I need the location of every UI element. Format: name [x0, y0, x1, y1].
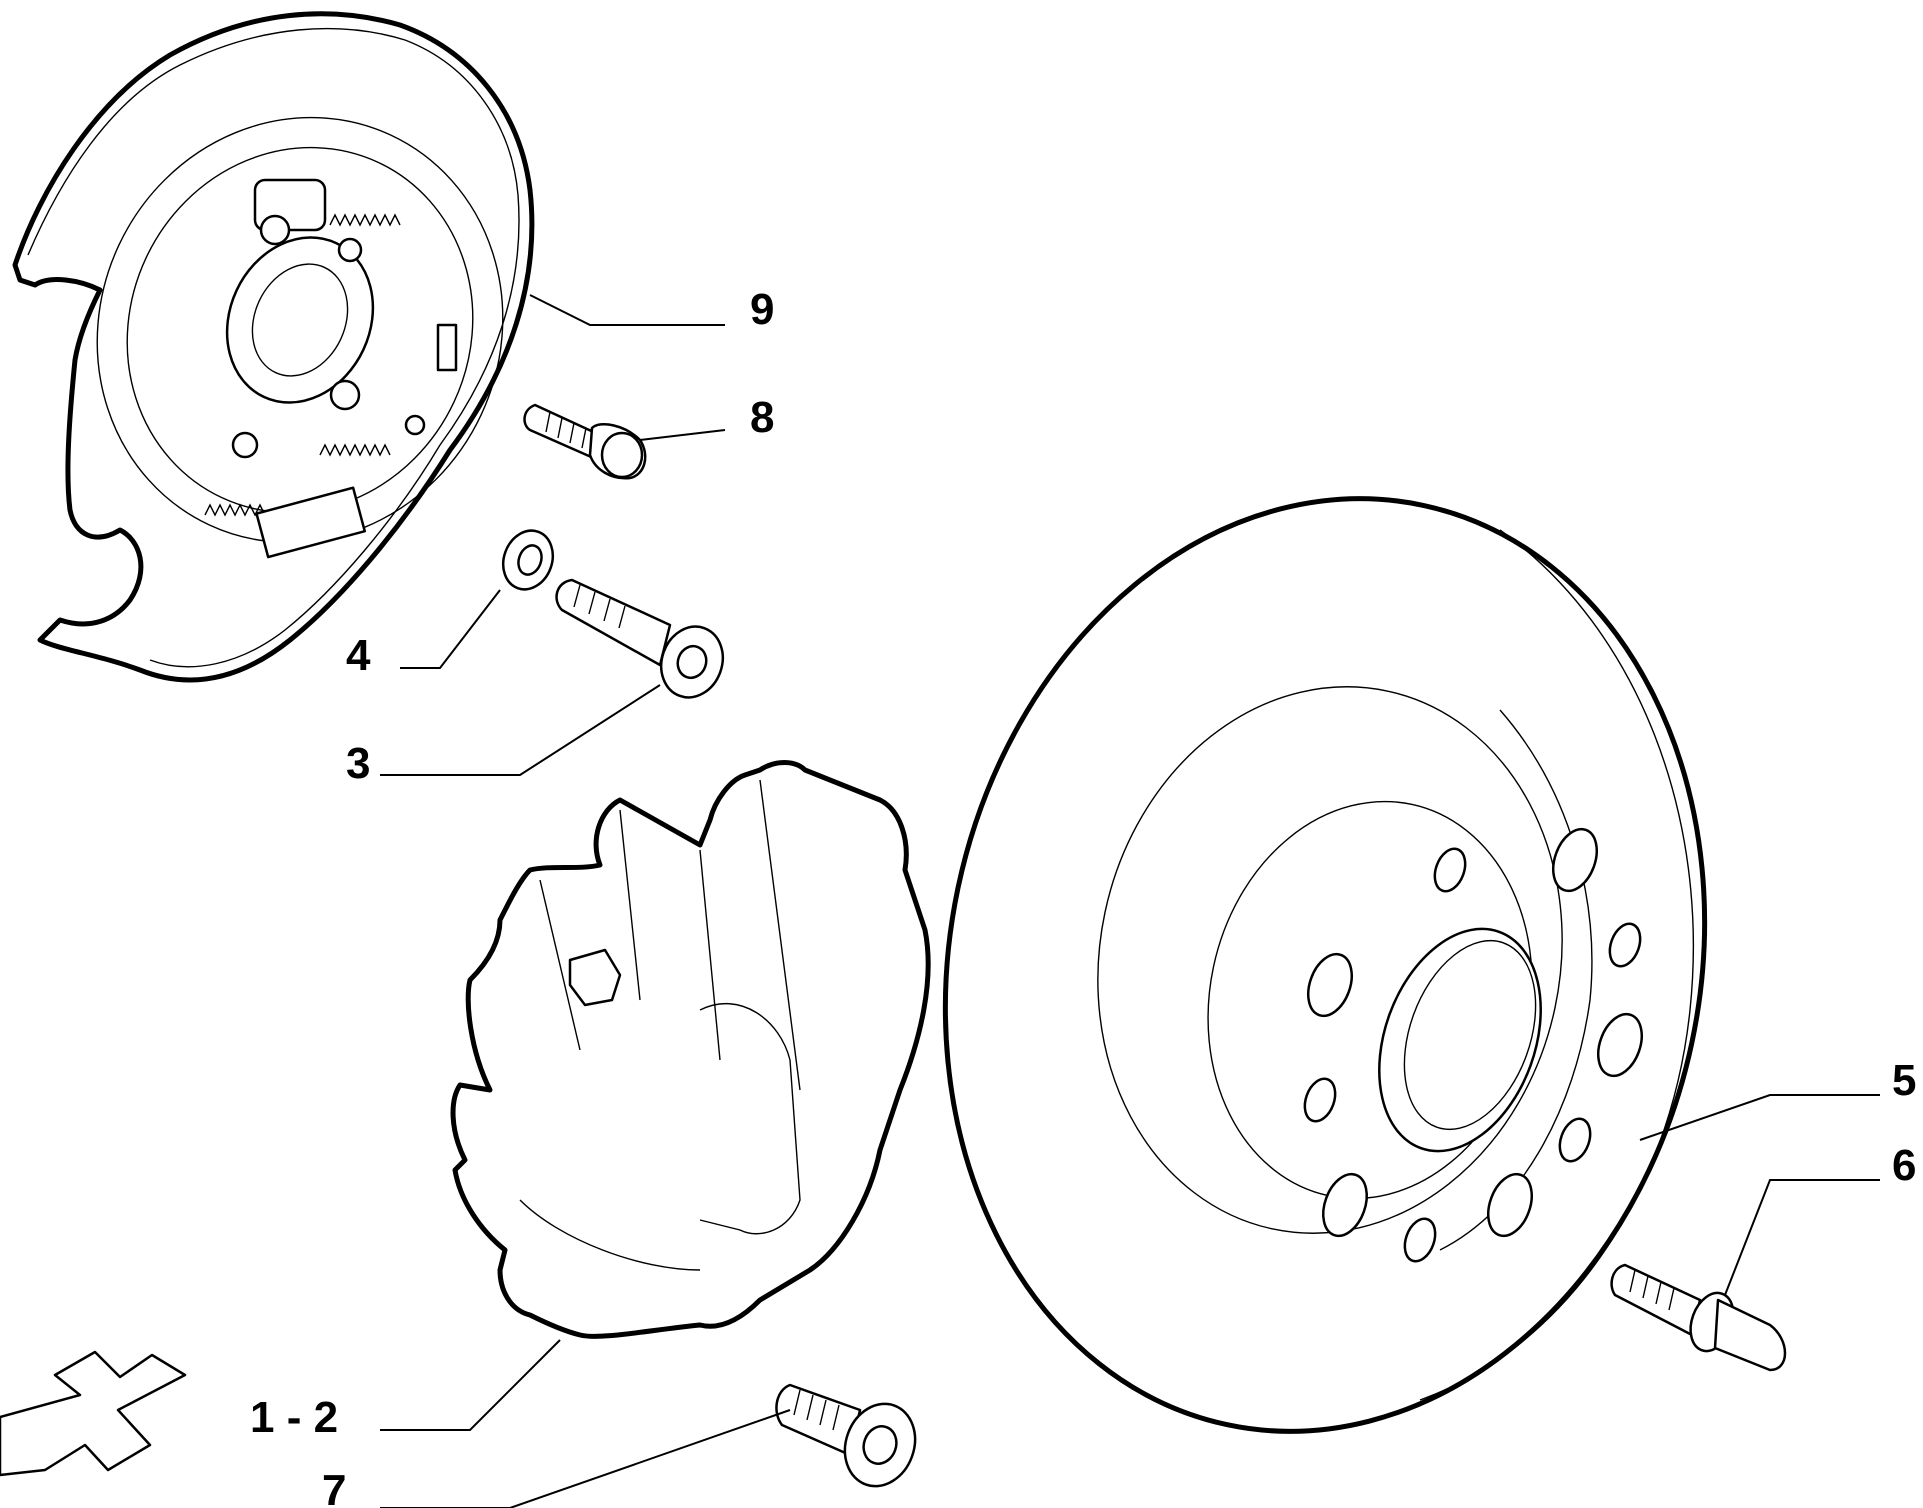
brake-disc-icon — [942, 496, 1708, 1434]
washer-icon — [501, 529, 555, 591]
hex-bolt-icon — [523, 403, 647, 480]
callout-6: 6 — [1892, 1141, 1916, 1190]
arrow-icon — [0, 1350, 187, 1477]
callout-1-2: 1 - 2 — [250, 1393, 338, 1442]
callout-5: 5 — [1892, 1056, 1916, 1105]
stud-icon — [1610, 1263, 1787, 1372]
socket-bolt-icon — [775, 1383, 917, 1488]
brake-caliper-icon — [450, 760, 931, 1339]
callout-8: 8 — [750, 393, 774, 442]
callout-7: 7 — [322, 1466, 346, 1508]
callout-4: 4 — [346, 631, 371, 680]
callout-3: 3 — [346, 739, 370, 788]
callout-9: 9 — [750, 285, 774, 334]
socket-bolt-icon — [555, 578, 725, 699]
brake-backing-plate-icon — [12, 11, 535, 683]
leader-lines — [380, 294, 1880, 1508]
